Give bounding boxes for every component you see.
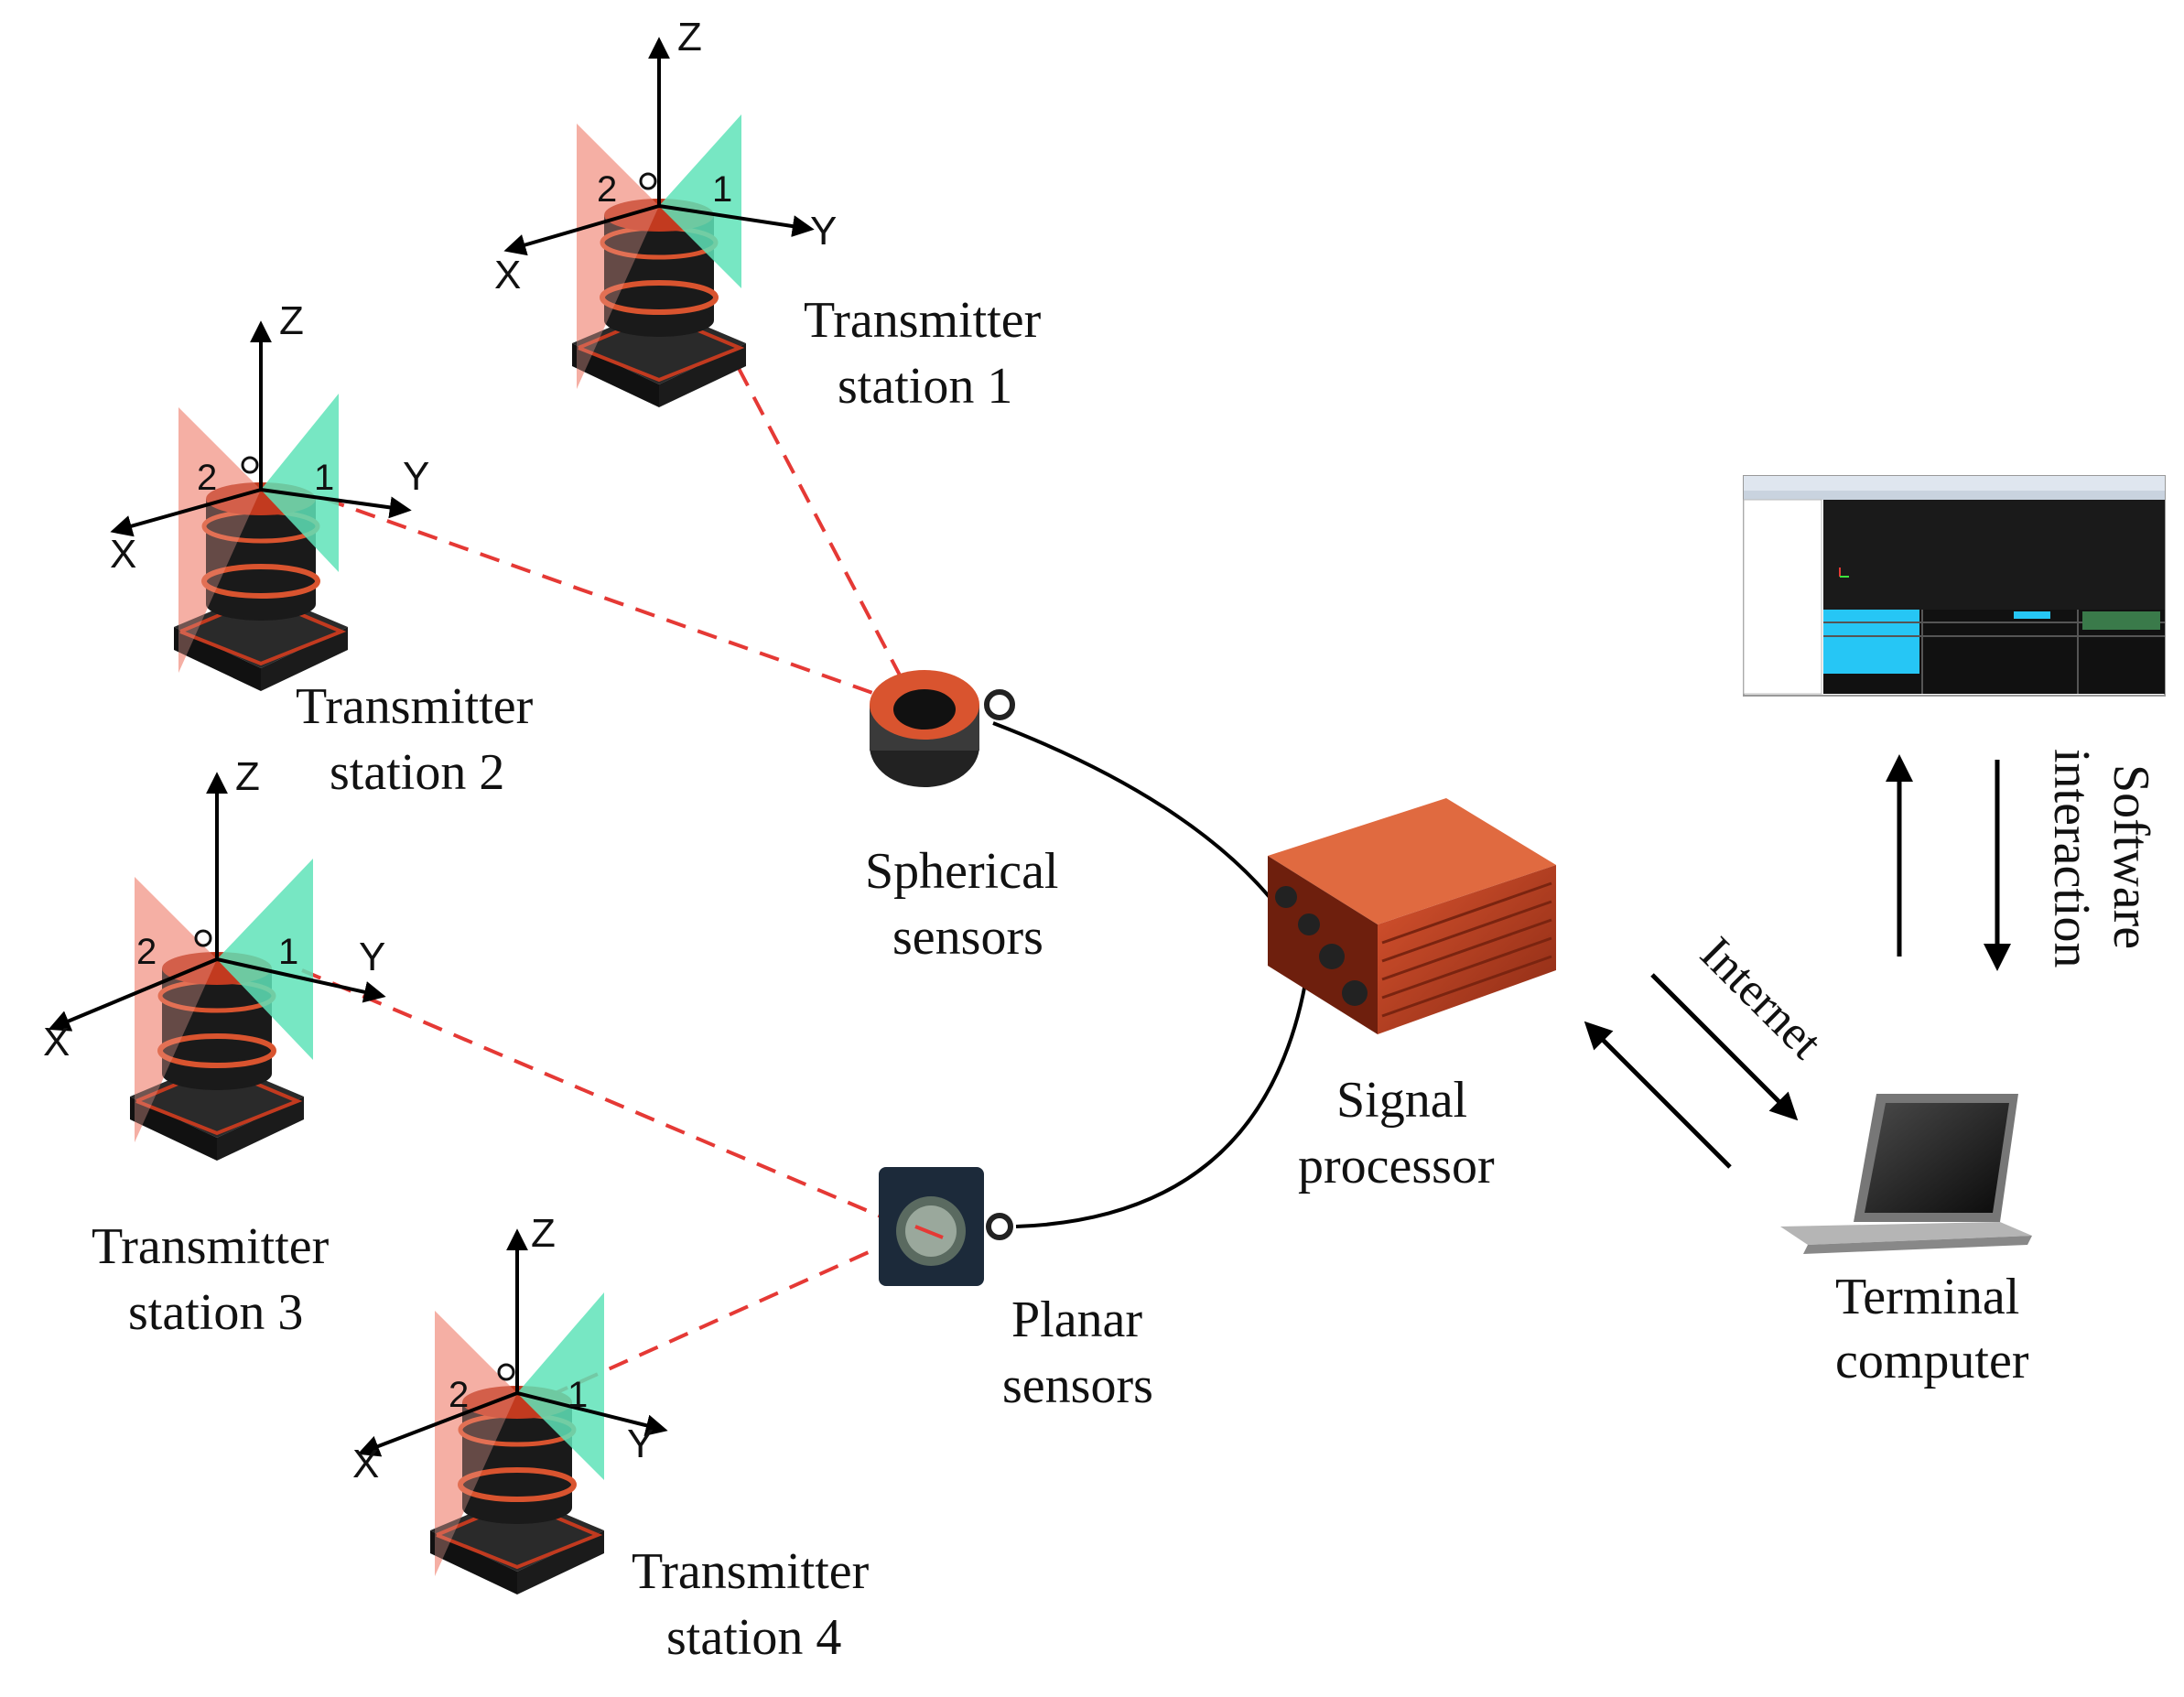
transmitter-station-3: Z Y X 2 1: [43, 754, 386, 1161]
laser-station3-planar: [301, 968, 916, 1233]
y-axis-label: Y: [403, 454, 429, 499]
station-1-label-line2: station 1: [838, 358, 1012, 415]
planar-sensors-label-line2: sensors: [1002, 1357, 1153, 1414]
planar-sensor: [879, 1167, 1013, 1286]
laptop-icon: [1780, 1094, 2032, 1254]
plane-2-label: 2: [136, 932, 157, 972]
x-axis: [357, 1391, 518, 1457]
y-axis-label: Y: [810, 209, 837, 254]
plane-1-fan: [517, 1292, 604, 1480]
z-axis-label: Z: [235, 754, 260, 799]
arrow-to-terminal: [1650, 973, 1799, 1121]
y-axis-label: Y: [359, 935, 385, 979]
laser-lines: [301, 338, 917, 1398]
laser-station4-planar: [548, 1229, 916, 1398]
x-axis-label: X: [352, 1442, 379, 1486]
terminal-computer-label-line2: computer: [1835, 1333, 2029, 1389]
station-4-label-line2: station 4: [666, 1609, 841, 1666]
z-axis-label: Z: [279, 298, 304, 343]
plane-1-label: 1: [568, 1375, 588, 1415]
signal-processor-label-line1: Signal: [1336, 1072, 1467, 1129]
spherical-sensor: [870, 670, 1015, 787]
software-interaction-label-line1: Software: [2103, 764, 2159, 949]
z-axis-label: Z: [677, 15, 702, 59]
x-axis-label: X: [43, 1020, 70, 1065]
station-4-label-line1: Transmitter: [632, 1543, 870, 1600]
x-axis: [48, 957, 218, 1032]
plane-1-fan: [217, 859, 313, 1060]
terminal-computer-label-line1: Terminal: [1835, 1269, 2019, 1325]
software-interaction-label-line2: interaction: [2043, 749, 2100, 967]
spherical-sensors-label-line2: sensors: [892, 909, 1043, 966]
plane-1-label: 1: [314, 458, 334, 498]
x-axis: [110, 488, 262, 537]
station-2-label-line1: Transmitter: [296, 678, 534, 735]
plane-1-label: 1: [278, 932, 298, 972]
plane-1-fan: [659, 114, 741, 288]
planar-sensors-label-line1: Planar: [1011, 1292, 1142, 1348]
y-axis: [216, 957, 386, 1003]
station-3-label-line2: station 3: [128, 1284, 303, 1341]
cable-planar-processor: [1015, 960, 1311, 1228]
origin-marker: [639, 172, 657, 190]
plane-2-label: 2: [197, 458, 217, 498]
internet-label: Internet: [1691, 927, 1833, 1069]
internet-arrows: [1584, 973, 1799, 1169]
x-axis-label: X: [110, 532, 136, 577]
plane-2-label: 2: [597, 169, 617, 210]
y-axis: [658, 204, 815, 237]
cables: [992, 721, 1311, 1228]
transmitter-station-2: Z Y X 2 1: [110, 298, 429, 691]
transmitter-station-1: Z Y X 2 1: [494, 15, 837, 407]
y-axis-label: Y: [627, 1421, 654, 1466]
plane-1-fan: [261, 394, 339, 572]
software-screenshot: [1743, 475, 2166, 697]
signal-processor-label-line2: processor: [1298, 1138, 1495, 1194]
plane-1-label: 1: [712, 169, 732, 210]
cable-spherical-processor: [992, 721, 1292, 926]
y-axis: [260, 488, 412, 519]
x-axis-label: X: [494, 253, 521, 297]
plane-2-label: 2: [449, 1375, 469, 1415]
laser-station1-spherical: [721, 338, 917, 706]
software-interaction-arrows: [1886, 754, 2011, 971]
signal-processor-device: [1268, 798, 1556, 1034]
station-2-label-line2: station 2: [330, 744, 504, 801]
transmitter-station-4: Z Y X 2 1: [352, 1211, 668, 1594]
x-axis: [503, 204, 660, 256]
station-3-label-line1: Transmitter: [92, 1218, 330, 1275]
origin-marker: [497, 1363, 515, 1381]
z-axis-label: Z: [531, 1211, 556, 1256]
arrow-to-processor: [1584, 1021, 1732, 1169]
y-axis: [516, 1391, 668, 1436]
laser-station2-spherical: [324, 497, 907, 707]
spherical-sensors-label-line1: Spherical: [865, 843, 1058, 900]
origin-marker: [241, 456, 259, 474]
origin-marker: [194, 929, 212, 947]
station-1-label-line1: Transmitter: [804, 292, 1042, 349]
